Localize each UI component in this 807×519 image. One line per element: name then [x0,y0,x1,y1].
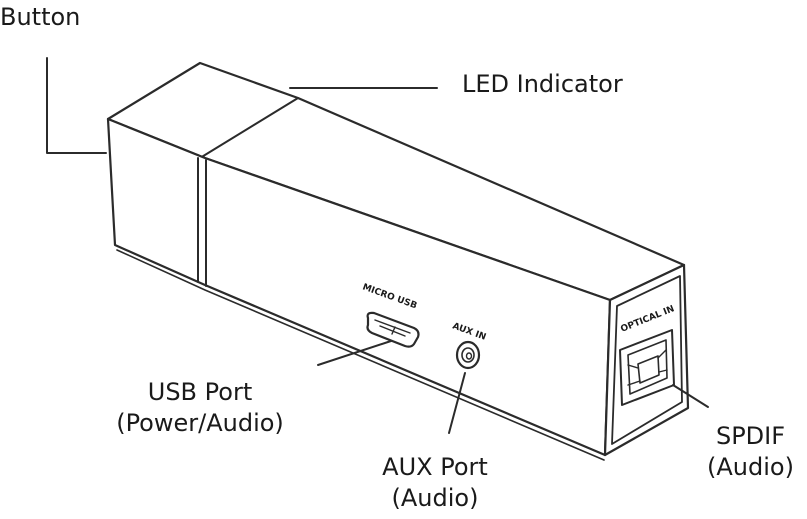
usb-port-label-line1: USB Port [147,378,253,406]
bottom-edge [116,249,605,461]
top-seam [199,97,299,159]
leader-usb [317,340,392,366]
spdif-label-line2: (Audio) [707,453,794,481]
device-end-inner [611,275,683,445]
usb-port-label-line2: (Power/Audio) [116,409,284,437]
leader-button [46,57,107,154]
spdif-label: SPDIF (Audio) [693,421,807,483]
spdif-label-line1: SPDIF [715,422,786,450]
leader-aux [448,372,466,434]
leader-spdif [672,384,709,408]
aux-in-jack [455,340,481,370]
led-indicator-label-text: LED Indicator [462,70,623,98]
aux-port-label-line1: AUX Port [382,453,488,481]
button-label: Button [0,2,80,33]
aux-port-label-line2: (Audio) [391,484,479,512]
aux-port-label: AUX Port (Audio) [350,452,520,514]
micro-usb-port [366,311,420,348]
front-seam [197,157,207,287]
led-indicator-label: LED Indicator [462,69,623,100]
button-label-text: Button [0,3,81,31]
usb-port-label: USB Port (Power/Audio) [100,377,300,439]
